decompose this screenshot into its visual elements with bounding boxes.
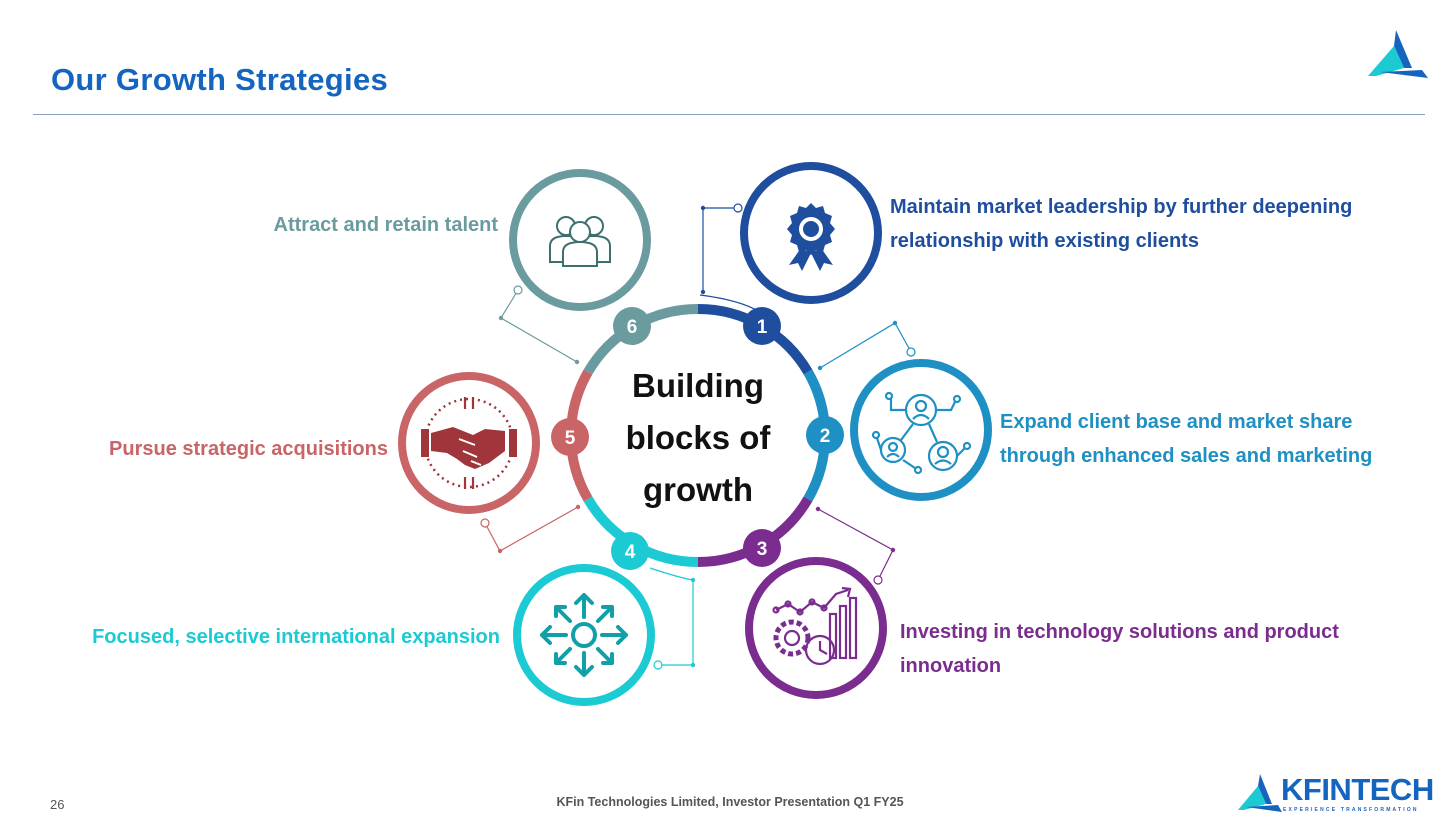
center-title: Building blocks of growth [598,360,798,516]
kfintech-mark-icon [1368,30,1428,78]
slide-title: Our Growth Strategies [51,62,389,97]
strategy-label-1: Maintain market leadership by further de… [890,196,1353,252]
svg-text:6: 6 [627,317,638,338]
badge-2: 2 [806,416,844,454]
badge-4: 4 [611,532,649,570]
kfintech-logo: KFINTECH EXPERIENCE TRANSFORMATION [1238,770,1434,816]
strategy-label-4: Focused, selective international expansi… [92,626,500,648]
connector-5 [484,506,579,552]
brand-tagline: EXPERIENCE TRANSFORMATION [1283,807,1419,813]
center-title-line-1: Building [632,367,764,404]
svg-text:3: 3 [757,539,768,560]
svg-text:5: 5 [565,428,576,449]
strategy-circle-4 [513,564,655,706]
footer-caption: KFin Technologies Limited, Investor Pres… [556,795,904,809]
handshake-icon [421,397,517,489]
strategy-label-3: Investing in technology solutions and pr… [900,621,1339,677]
strategy-circle-3 [745,557,887,699]
expansion-arrows-icon [540,593,628,677]
badge-3: 3 [743,529,781,567]
center-title-line-2: blocks of [625,419,771,456]
badge-5: 5 [551,418,589,456]
svg-text:4: 4 [625,542,636,563]
title-divider [33,114,1425,115]
connector-6-dot [513,285,523,295]
strategy-circle-2 [850,359,992,501]
connector-2-dot [906,347,916,357]
kfintech-logo-mark-icon [1238,774,1282,812]
page-number: 26 [50,797,65,812]
connector-4-dot [653,660,663,670]
award-ribbon-icon [787,203,835,271]
center-title-line-3: growth [643,471,753,508]
svg-text:2: 2 [820,426,831,447]
client-network-icon [871,391,972,475]
strategy-label-5: Pursue strategic acquisitions [109,438,388,460]
connector-4 [649,567,694,666]
brand-name: KFINTECH [1281,772,1434,807]
connector-1-dot [733,203,743,213]
people-group-icon [549,216,611,267]
technology-gears-chart-icon [772,586,858,666]
connector-2 [819,322,912,369]
strategy-label-6: Attract and retain talent [273,214,498,236]
connector-3-dot [873,575,883,585]
badge-6: 6 [613,307,651,345]
connector-5-dot [480,518,490,528]
strategy-label-2: Expand client base and market share thro… [1000,411,1373,467]
svg-text:1: 1 [757,317,768,338]
badge-1: 1 [743,307,781,345]
